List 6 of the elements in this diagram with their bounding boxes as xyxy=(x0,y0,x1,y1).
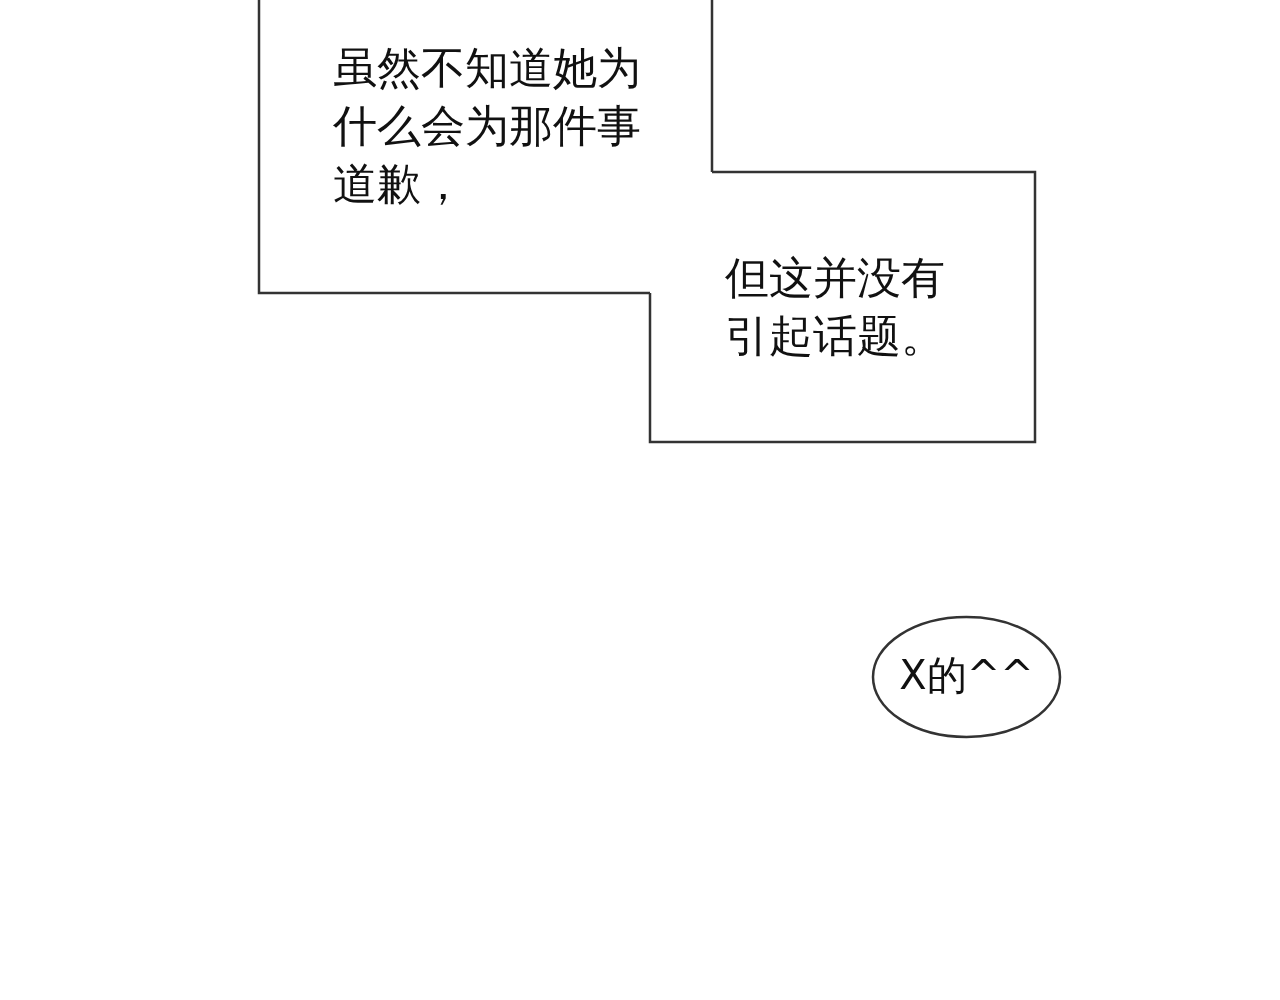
narration-text: 但这并没有引起话题。 xyxy=(725,251,946,363)
narration-box xyxy=(259,0,712,293)
speech-bubble xyxy=(872,616,1061,738)
speech-text: X的^^ xyxy=(898,651,1035,700)
narration-box xyxy=(650,172,1035,442)
narration-text: 虽然不知道她为什么会为那件事道歉， xyxy=(333,41,642,211)
